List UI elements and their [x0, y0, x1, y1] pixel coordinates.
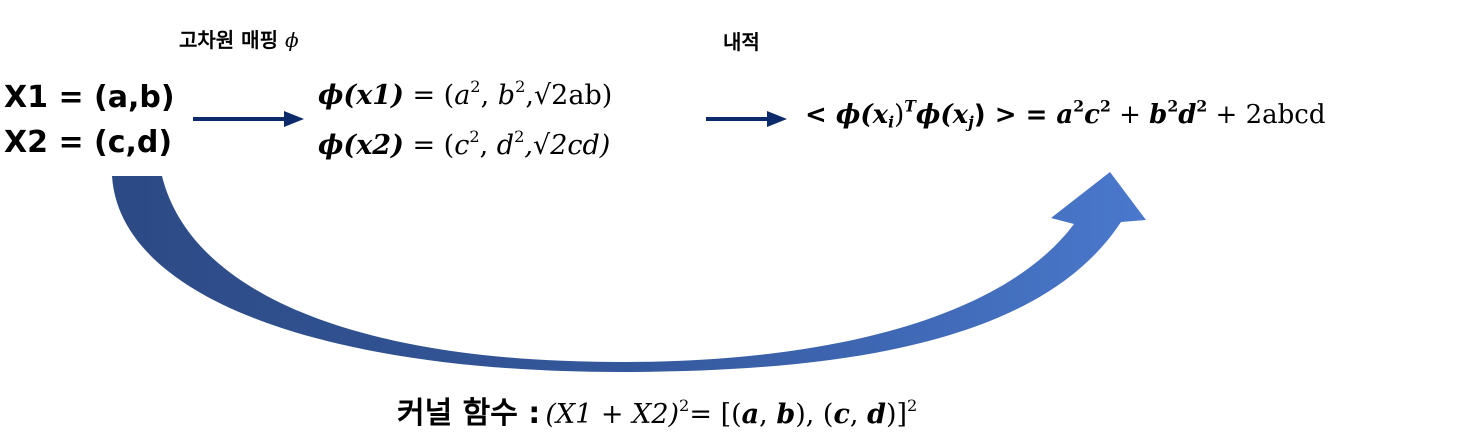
angle-close-eq: ) > = [973, 100, 1057, 130]
kernel-comma2: , [849, 399, 868, 430]
phi1-sep: , [480, 80, 498, 111]
transpose-sup: T [904, 96, 916, 116]
phi1-sqrt: ,√2ab) [525, 80, 613, 111]
phi1-eq: = ( [403, 80, 455, 111]
kernel-c: c [833, 399, 850, 430]
mapping-label-text: 고차원 매핑 [179, 28, 278, 52]
kernel-lhs-sup: 2 [679, 395, 690, 415]
phi2-c-sup: 2 [469, 126, 480, 146]
term-2abcd: + 2abcd [1207, 100, 1326, 130]
phi-x1-expression: ϕ(x1) = (a2, b2,√2ab) [318, 76, 613, 111]
kernel-d: d [867, 399, 886, 430]
mapping-label: 고차원 매핑 ϕ [179, 24, 299, 53]
phi-i: ϕ [835, 100, 861, 130]
phi2-c: c [454, 130, 470, 161]
xj: (x [940, 100, 969, 130]
term-b: b [1149, 100, 1168, 130]
term-a: a [1056, 100, 1074, 130]
phi2-d-sup: 2 [514, 126, 525, 146]
i-sub: i [888, 112, 895, 132]
inner-product-arrow [706, 111, 787, 127]
phi2-eq: = ( [403, 130, 455, 161]
phi2-arg: (x2) [343, 130, 404, 161]
kernel-b: b [776, 399, 796, 430]
phi1-b: b [497, 80, 516, 111]
kernel-mid: ), ( [795, 399, 834, 430]
kernel-a: a [741, 399, 760, 430]
mapping-arrow [193, 111, 304, 127]
phi-j: ϕ [915, 100, 941, 130]
phi2-sqrt: ,√2cd) [524, 130, 611, 161]
kernel-comma1: , [759, 399, 777, 430]
term-c: c [1084, 100, 1100, 130]
phi-symbol: ϕ [284, 28, 299, 52]
kernel-rhs-sup: 2 [907, 395, 918, 415]
xi: (x [860, 100, 889, 130]
term-c-sup: 2 [1099, 96, 1111, 116]
kernel-end: )] [885, 399, 908, 430]
phi2-d: d [496, 130, 515, 161]
term-d: d [1178, 100, 1197, 130]
vector-x2: X2 = (c,d) [4, 125, 173, 160]
j-sub: j [968, 112, 974, 132]
term-a-sup: 2 [1073, 96, 1085, 116]
kernel-function: 커널 함수 : (X1 + X2)2= [(a, b), (c, d)]2 [397, 388, 917, 432]
inner-product-label: 내적 [723, 30, 760, 54]
vector-x1: X1 = (a,b) [4, 80, 175, 115]
phi1-arg: (x1) [343, 80, 404, 111]
phi2-sep: , [479, 130, 497, 161]
angle-open: < [805, 100, 836, 130]
kernel-eq: = [( [689, 399, 742, 430]
term-d-sup: 2 [1196, 96, 1208, 116]
inner-product-expression: < ϕ(xi)Tϕ(xj) > = a2c2 + b2d2 + 2abcd [805, 98, 1326, 132]
close-paren-t: ) [894, 100, 905, 130]
kernel-arc-arrow [112, 172, 1146, 372]
plus-1: + [1110, 100, 1150, 130]
term-b-sup: 2 [1167, 96, 1179, 116]
phi1-a-sup: 2 [470, 76, 481, 96]
kernel-expression: (X1 + X2)2= [(a, b), (c, d)]2 [545, 395, 918, 430]
kernel-lhs: (X1 + X2) [545, 399, 680, 430]
kernel-label: 커널 함수 : [397, 396, 541, 431]
phi1-b-sup: 2 [515, 76, 526, 96]
phi2-fn: ϕ [318, 130, 344, 161]
phi1-a: a [454, 80, 471, 111]
phi-x2-expression: ϕ(x2) = (c2, d2,√2cd) [318, 126, 611, 161]
phi1-fn: ϕ [318, 80, 344, 111]
